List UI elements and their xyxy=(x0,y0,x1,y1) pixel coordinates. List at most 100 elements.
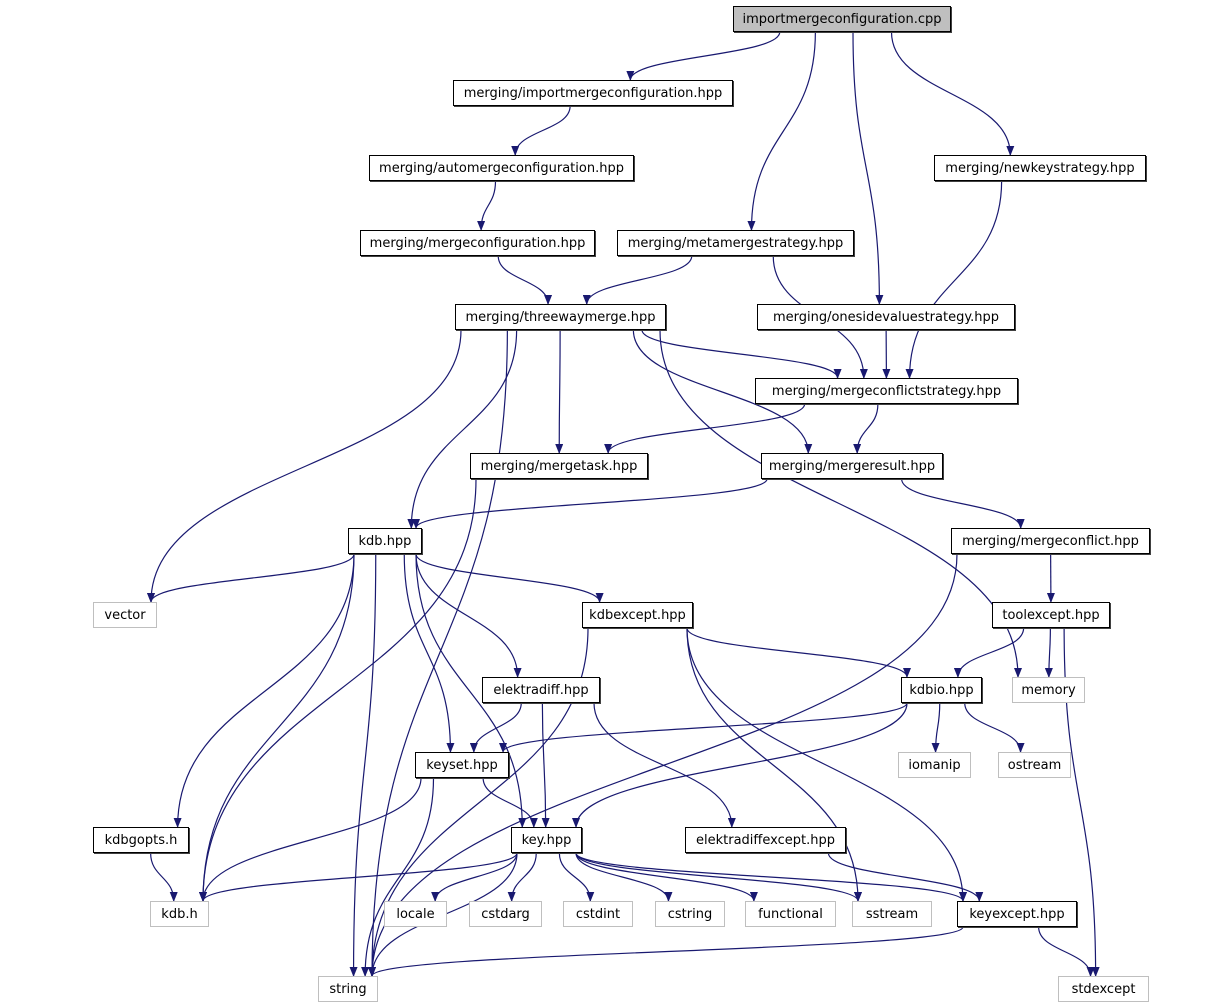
edge-root-to-nks xyxy=(890,31,1015,156)
node-stdexcept[interactable]: stdexcept xyxy=(1058,976,1149,1002)
edge-kdbhpp-to-kdbgopts xyxy=(173,553,355,828)
node-metamergestrategy-hpp[interactable]: merging/metamergestrategy.hpp xyxy=(617,230,854,256)
edge-kdbexcept-to-kdbio xyxy=(686,627,911,678)
edge-twm-to-mt xyxy=(555,329,564,454)
edge-key-to-cstdarg xyxy=(507,852,537,902)
node-label: merging/mergeconflict.hpp xyxy=(962,533,1139,549)
node-label: vector xyxy=(104,607,146,623)
node-locale[interactable]: locale xyxy=(384,901,447,927)
edge-root-to-osv xyxy=(852,31,884,305)
edge-key-to-keyexcept xyxy=(575,852,967,902)
edge-kdbhpp-to-string xyxy=(349,553,377,977)
node-elektradiff-hpp[interactable]: elektradiff.hpp xyxy=(482,677,600,703)
edge-mt-to-kdbh xyxy=(199,478,477,902)
node-label: merging/newkeystrategy.hpp xyxy=(945,160,1135,176)
node-label: merging/mergeconflictstrategy.hpp xyxy=(771,383,1002,399)
edge-kdbio-to-iomanip xyxy=(931,702,941,753)
edge-nks-to-mcs xyxy=(905,180,1003,379)
edge-mms-to-twm xyxy=(582,255,693,305)
node-label: merging/automergeconfiguration.hpp xyxy=(379,160,624,176)
node-mergeconflictstrategy-hpp[interactable]: merging/mergeconflictstrategy.hpp xyxy=(755,378,1018,404)
node-mergeresult-hpp[interactable]: merging/mergeresult.hpp xyxy=(761,453,943,479)
node-label: kdbexcept.hpp xyxy=(589,607,686,623)
node-iomanip[interactable]: iomanip xyxy=(898,752,971,778)
node-kdbgopts-h[interactable]: kdbgopts.h xyxy=(93,827,189,853)
node-label: ostream xyxy=(1007,757,1062,773)
node-label: importmergeconfiguration.cpp xyxy=(742,11,942,27)
node-keyexcept-hpp[interactable]: keyexcept.hpp xyxy=(957,901,1077,927)
edge-kdbhpp-to-elektradiff xyxy=(415,553,522,678)
edge-kdbgopts-to-kdbh xyxy=(150,852,178,902)
node-label: functional xyxy=(758,906,823,922)
node-ostream[interactable]: ostream xyxy=(998,752,1071,778)
node-elektradiffexcept-hpp[interactable]: elektradiffexcept.hpp xyxy=(685,827,846,853)
node-importmergeconfiguration-hpp[interactable]: merging/importmergeconfiguration.hpp xyxy=(453,80,733,106)
edge-toolexcept-to-kdbio xyxy=(953,627,1025,678)
edge-kdbexcept-to-keyexcept xyxy=(686,627,967,902)
node-kdbexcept-hpp[interactable]: kdbexcept.hpp xyxy=(582,602,693,628)
node-kdb-hpp[interactable]: kdb.hpp xyxy=(348,528,422,554)
edge-edexcept-to-keyexcept xyxy=(827,852,984,902)
node-mergetask-hpp[interactable]: merging/mergetask.hpp xyxy=(470,453,648,479)
edge-keyset-to-kdbh xyxy=(199,777,422,902)
node-label: merging/onesidevaluestrategy.hpp xyxy=(772,309,1000,325)
edge-keyset-to-string xyxy=(361,777,435,977)
edge-elektradiff-to-edexcept xyxy=(593,702,736,828)
node-cstdint[interactable]: cstdint xyxy=(563,901,633,927)
node-label: kdbgopts.h xyxy=(104,832,178,848)
node-label: locale xyxy=(396,906,435,922)
node-label: key.hpp xyxy=(521,832,572,848)
node-mergeconfiguration-hpp[interactable]: merging/mergeconfiguration.hpp xyxy=(360,230,595,256)
node-label: cstdint xyxy=(575,906,621,922)
edge-elektradiff-to-keyset xyxy=(469,702,522,753)
edge-key-to-functional xyxy=(575,852,758,902)
edge-key-to-kdbh xyxy=(199,852,518,902)
node-cstring[interactable]: cstring xyxy=(655,901,725,927)
node-memory[interactable]: memory xyxy=(1012,677,1085,703)
node-keyset-hpp[interactable]: keyset.hpp xyxy=(415,752,509,778)
node-kdbio-hpp[interactable]: kdbio.hpp xyxy=(901,677,982,703)
edge-twm-to-mcs xyxy=(641,329,842,379)
node-newkeystrategy-hpp[interactable]: merging/newkeystrategy.hpp xyxy=(934,155,1146,181)
node-string[interactable]: string xyxy=(318,976,378,1002)
node-label: keyset.hpp xyxy=(426,757,498,773)
edge-kdbhpp-to-keyset xyxy=(403,553,455,753)
node-label: elektradiff.hpp xyxy=(493,682,589,698)
node-onesidevaluestrategy-hpp[interactable]: merging/onesidevaluestrategy.hpp xyxy=(757,304,1015,330)
edge-kdbexcept-to-sstream xyxy=(686,627,862,902)
node-key-hpp[interactable]: key.hpp xyxy=(511,827,582,853)
node-label: keyexcept.hpp xyxy=(969,906,1065,922)
node-label: toolexcept.hpp xyxy=(1002,607,1100,623)
node-threewaymerge-hpp[interactable]: merging/threewaymerge.hpp xyxy=(455,304,666,330)
node-label: merging/mergeconfiguration.hpp xyxy=(369,235,586,251)
edge-twm-to-mr xyxy=(632,329,813,454)
node-kdb-h[interactable]: kdb.h xyxy=(150,901,209,927)
edge-imc-to-amc xyxy=(511,105,571,156)
node-label: merging/mergetask.hpp xyxy=(480,458,638,474)
node-automergeconfiguration-hpp[interactable]: merging/automergeconfiguration.hpp xyxy=(369,155,634,181)
edge-keyset-to-key xyxy=(482,777,538,828)
edge-kdbhpp-to-key xyxy=(415,553,527,828)
edge-mcf-to-string xyxy=(368,553,958,977)
node-label: merging/importmergeconfiguration.hpp xyxy=(463,85,723,101)
node-importmergeconfiguration-cpp[interactable]: importmergeconfiguration.cpp xyxy=(733,6,951,32)
edge-mcs-to-mr xyxy=(853,403,879,454)
node-label: merging/metamergestrategy.hpp xyxy=(627,235,844,251)
node-sstream[interactable]: sstream xyxy=(852,901,932,927)
edge-kdbio-to-ostream xyxy=(964,702,1025,753)
node-label: merging/threewaymerge.hpp xyxy=(465,309,656,325)
node-toolexcept-hpp[interactable]: toolexcept.hpp xyxy=(992,602,1110,628)
edge-kdbhpp-to-vector xyxy=(147,553,355,603)
node-label: iomanip xyxy=(908,757,961,773)
node-cstdarg[interactable]: cstdarg xyxy=(469,901,542,927)
node-functional[interactable]: functional xyxy=(745,901,836,927)
edge-key-to-locale xyxy=(431,852,518,902)
edge-twm-to-vector xyxy=(147,329,462,603)
edge-key-to-sstream xyxy=(575,852,862,902)
node-mergeconflict-hpp[interactable]: merging/mergeconflict.hpp xyxy=(951,528,1150,554)
node-label: merging/mergeresult.hpp xyxy=(768,458,936,474)
edge-twm-to-string xyxy=(368,329,508,977)
node-vector[interactable]: vector xyxy=(93,602,157,628)
